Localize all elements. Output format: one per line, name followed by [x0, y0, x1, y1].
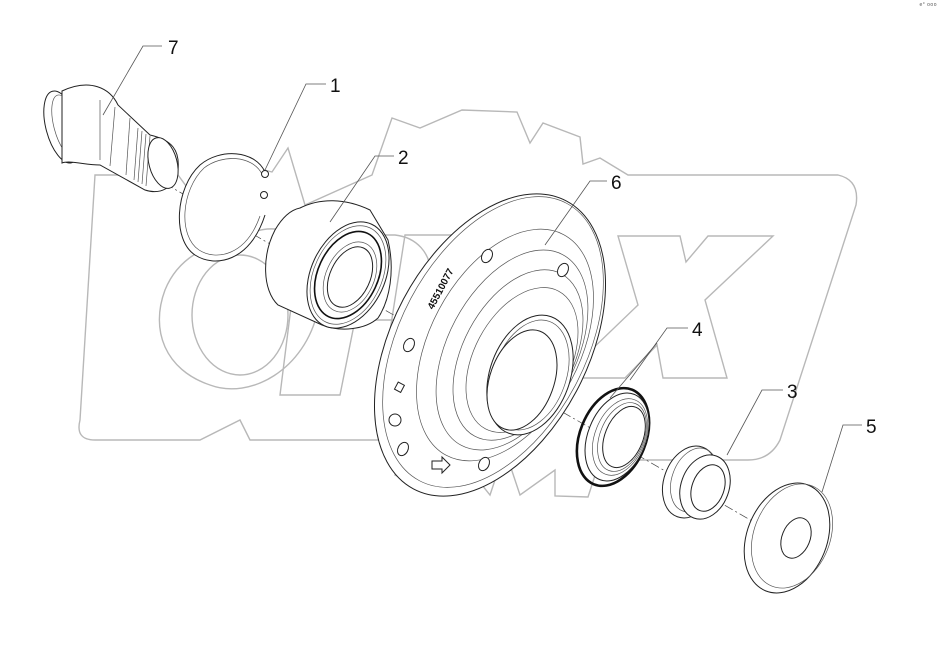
callout-3[interactable]: 3 [787, 382, 798, 403]
callout-numbers: 7 1 2 6 4 3 5 [168, 38, 877, 438]
part-2-bearing[interactable] [265, 200, 406, 342]
callout-1[interactable]: 1 [330, 76, 341, 97]
callout-leaders [102, 45, 862, 493]
part-7-spindle[interactable] [37, 84, 183, 193]
callout-2[interactable]: 2 [398, 148, 409, 169]
part-3-bushing[interactable] [653, 438, 739, 526]
part-1-circlip[interactable] [178, 153, 269, 262]
callout-5[interactable]: 5 [866, 417, 877, 438]
part-5-washer[interactable] [729, 470, 848, 606]
callout-6[interactable]: 6 [611, 173, 622, 194]
watermark-o-inner [191, 254, 289, 376]
watermark-gear-outline [78, 109, 858, 498]
part-4-oil-seal[interactable] [563, 377, 662, 496]
part-6-wheel-hub[interactable]: 45510077 [327, 155, 653, 535]
direction-arrow-icon [431, 455, 451, 475]
callout-4[interactable]: 4 [692, 320, 703, 341]
corner-mark: e° ooo [919, 2, 937, 8]
callout-7[interactable]: 7 [168, 38, 179, 59]
